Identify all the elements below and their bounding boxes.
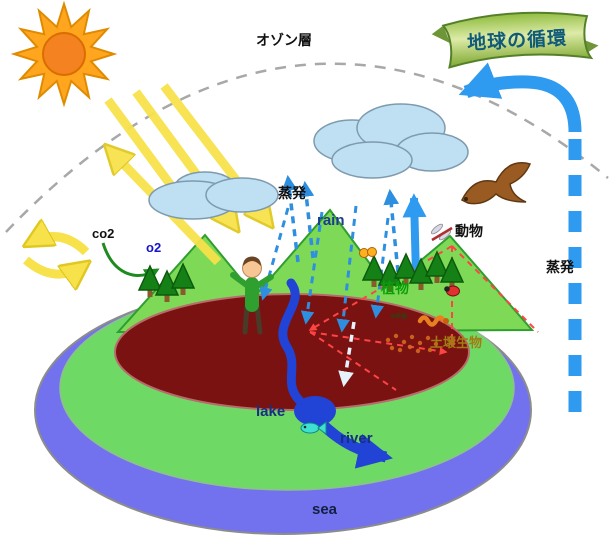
- cloud-icon: [331, 141, 413, 179]
- caterpillar-body: [417, 315, 447, 327]
- person-icon: [230, 256, 274, 335]
- rain-label: rain: [317, 212, 345, 229]
- co2-label: co2: [92, 226, 114, 241]
- sun-core: [42, 32, 86, 76]
- food-web-line: [451, 245, 539, 333]
- evaporation-arrows-center: [281, 174, 400, 273]
- ladybug-head: [444, 286, 450, 292]
- river-label: river: [340, 430, 373, 447]
- person-leg: [242, 303, 250, 335]
- person-leg: [254, 303, 263, 335]
- caterpillar-head: [443, 318, 449, 324]
- cloud-icon: [205, 177, 279, 213]
- dragonfly-icon: [431, 223, 453, 242]
- banner-title: 地球の循環: [467, 26, 568, 54]
- butterfly-wing: [367, 247, 377, 257]
- butterfly-icon: [359, 247, 377, 258]
- ground-seepage-arrow: [338, 321, 356, 388]
- plants-label: 植物: [380, 280, 409, 296]
- rain-arrows: [259, 205, 390, 333]
- lake-water: [294, 396, 336, 426]
- evaporation-center-label: 蒸発: [278, 185, 307, 201]
- lake-label: lake: [256, 403, 285, 420]
- sun-icon: [10, 0, 118, 108]
- food-web-line: [309, 331, 448, 356]
- fish-tail: [317, 421, 327, 435]
- cycle-arrow-top: [28, 237, 90, 256]
- person-arm: [230, 272, 255, 292]
- banner-ribbon: [441, 11, 594, 69]
- person-hair: [243, 256, 261, 266]
- fish-eye: [303, 425, 307, 429]
- banner-fold-left: [431, 25, 451, 44]
- evaporation-arrow-solid: [402, 193, 427, 277]
- return-to-cloud-arrow: [458, 62, 582, 133]
- bird-body: [460, 162, 532, 205]
- cycle-arrow-bottom: [23, 256, 86, 274]
- soil-organisms-label: 土壌生物: [430, 335, 482, 350]
- cloud-group-main: [313, 103, 469, 179]
- cloud-group-left: [148, 171, 279, 220]
- person-arm: [249, 274, 274, 292]
- bird-head: [464, 197, 468, 201]
- ozone-layer-arc: [5, 62, 609, 233]
- rain-arrow: [370, 217, 390, 319]
- title-banner: 地球の循環: [431, 11, 599, 69]
- dragonfly-wing: [431, 223, 443, 235]
- fish-icon: [300, 421, 327, 435]
- soil-organism-dots: [385, 333, 439, 354]
- ant-segment: [390, 313, 396, 319]
- energy-cycle-arrows: [26, 237, 86, 274]
- animals-label: 動物: [455, 223, 483, 239]
- food-web-line: [308, 245, 453, 331]
- fish-body: [300, 422, 320, 434]
- evaporation-arrow: [383, 188, 400, 273]
- sea-label: sea: [312, 501, 338, 518]
- ant-icon: [390, 312, 408, 320]
- dragonfly-body: [431, 226, 453, 242]
- ozone-layer-label: オゾン層: [256, 32, 312, 48]
- ant-segment: [395, 312, 401, 319]
- o2-label: o2: [146, 240, 161, 255]
- rain-arrow: [259, 207, 290, 301]
- ladybug-icon: [444, 285, 460, 297]
- caterpillar-icon: [417, 315, 449, 327]
- evaporation-right-label: 蒸発: [546, 259, 575, 275]
- rain-arrow: [300, 211, 324, 325]
- ant-segment: [400, 312, 408, 320]
- evaporation-arrow: [281, 174, 300, 263]
- bird-icon: [460, 162, 532, 205]
